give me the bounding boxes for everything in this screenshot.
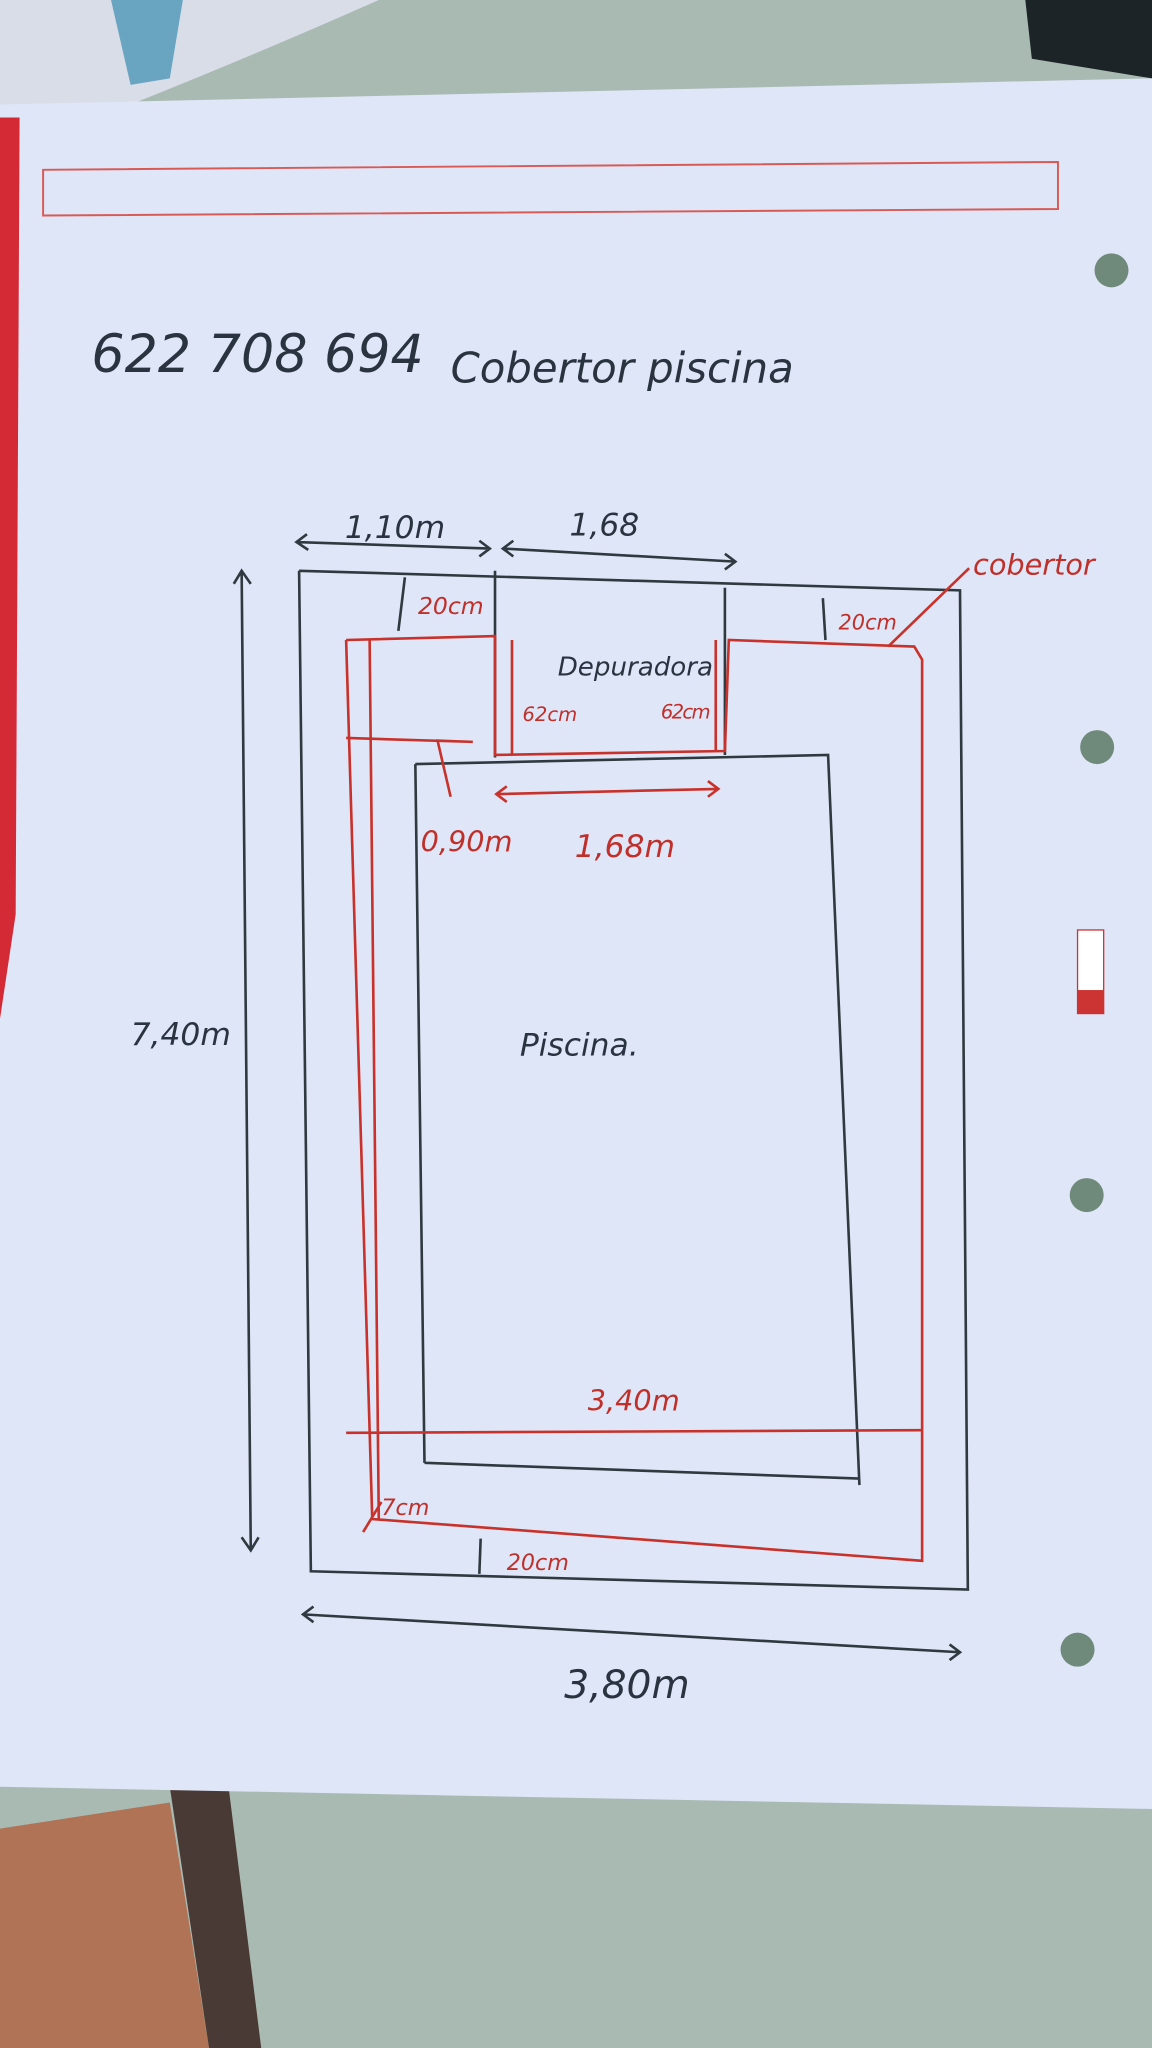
label-total-width: 3,80m xyxy=(564,1663,689,1708)
background-floor xyxy=(0,1802,209,2048)
label-depuradora-height-left: 62cm xyxy=(522,703,577,726)
label-gap-top-right: 20cm xyxy=(839,611,897,635)
red-dimension-arrows xyxy=(346,640,923,1533)
paper-sheet xyxy=(0,78,1152,1809)
label-cover-width: 3,40m xyxy=(588,1384,680,1418)
label-corner-gap: 7cm xyxy=(381,1495,429,1521)
brand-logo-mark xyxy=(1077,990,1104,1014)
cover-inner-line xyxy=(368,639,381,1520)
title-text: Cobertor piscina xyxy=(451,344,794,393)
dimension-arrows xyxy=(232,533,963,1662)
label-cover: cobertor xyxy=(973,548,1097,582)
cover-pointer xyxy=(887,567,971,648)
label-gap-top-left: 20cm xyxy=(418,592,484,620)
red-margin xyxy=(0,117,20,1019)
label-gap-bottom: 20cm xyxy=(507,1550,569,1576)
label-top-depuradora-width: 1,68 xyxy=(569,508,639,544)
label-depuradora-inner-width: 1,68m xyxy=(575,829,675,865)
binder-holes xyxy=(1060,253,1129,1667)
label-top-left-width: 1,10m xyxy=(345,510,445,546)
towel-stripe xyxy=(111,0,183,85)
cover-outline xyxy=(344,634,924,1563)
phone-number: 622 708 694 xyxy=(91,325,423,385)
header-box xyxy=(42,160,1059,217)
dark-object xyxy=(1025,0,1152,79)
label-depuradora: Depuradora xyxy=(558,652,713,682)
table-edge xyxy=(169,1786,262,2048)
label-total-length: 7,40m xyxy=(131,1017,231,1053)
label-pool: Piscina. xyxy=(520,1027,639,1063)
label-left-step-width: 0,90m xyxy=(421,825,513,859)
pool-outline xyxy=(414,753,861,1486)
label-depuradora-height-right: 62cm xyxy=(661,700,711,723)
towel xyxy=(0,0,379,105)
